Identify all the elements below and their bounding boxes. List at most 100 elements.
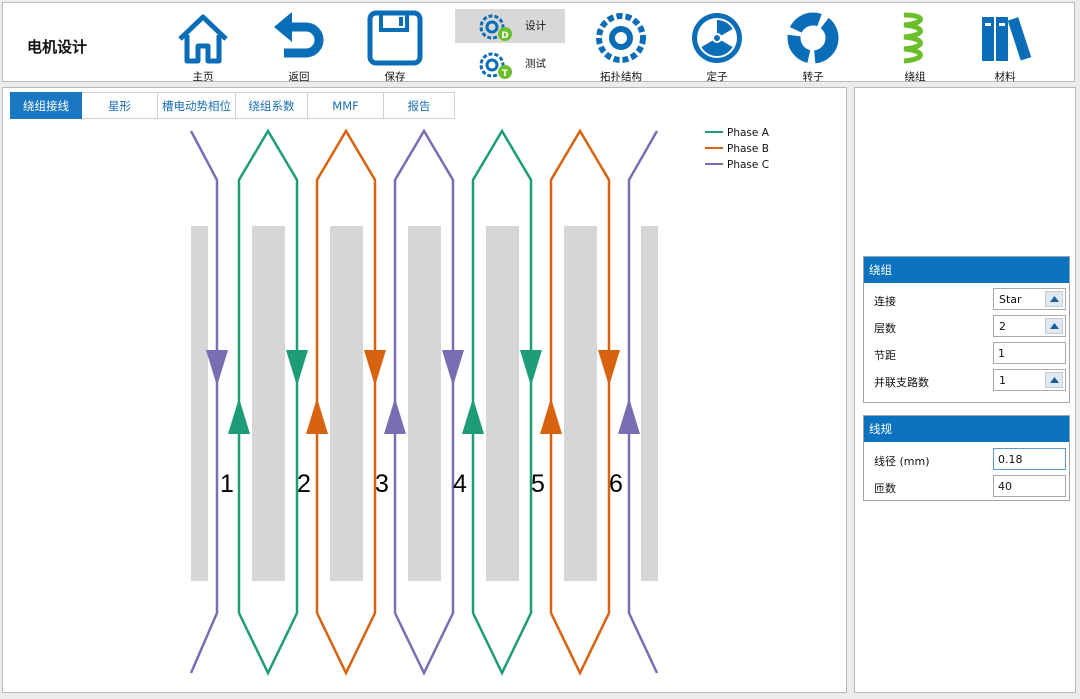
floppy-disk-icon [367,10,423,66]
slot-tooth [408,226,441,581]
winding-diagram: 1 2 3 4 5 6 Phase A Phase B Phase C [189,127,770,676]
svg-text:T: T [502,69,509,79]
slot-number-label: 2 [297,470,311,498]
wire-gauge-group-title: 线规 [864,416,1069,442]
slot-tooth [330,226,363,581]
parallel-branches-label: 并联支路数 [874,376,929,389]
winding-label: 绕组 [904,71,926,83]
legend-entry-phase-a: Phase A [727,127,770,139]
connection-label: 连接 [874,295,896,308]
winding-diagram-panel: 1 2 3 4 5 6 Phase A Phase B Phase C 绕组接线 星形 槽电动势… [2,87,847,693]
save-label: 保存 [384,71,406,83]
stator-label: 定子 [706,71,728,83]
material-button[interactable]: 材料 [965,7,1045,83]
test-mode-button[interactable]: T 测试 [455,47,565,81]
tab-mmf[interactable]: MMF [308,92,384,119]
connection-value: Star [999,293,1022,306]
down-arrow-phase-c [206,350,228,386]
tab-slot-emf-phase[interactable]: 槽电动势相位 [158,92,236,119]
home-icon [178,14,228,64]
up-arrow-phase-b [540,398,562,434]
home-button[interactable]: 主页 [163,7,243,83]
layers-up-arrow-icon[interactable] [1045,318,1063,334]
pitch-input[interactable] [993,342,1066,364]
down-arrow-phase-c [442,350,464,386]
layers-select[interactable]: 2 [993,315,1066,337]
parallel-branches-value: 1 [999,374,1006,387]
slot-tooth [191,226,208,581]
connection-up-arrow-icon[interactable] [1045,291,1063,307]
slot-number-label: 4 [453,470,467,498]
winding-button[interactable]: 绕组 [875,7,955,83]
material-label: 材料 [994,71,1016,83]
slot-number-label: 1 [220,470,234,498]
winding-group: 绕组 连接 Star 层数 2 节距 并联支路数 [863,256,1070,403]
coil-phase-a [237,128,299,676]
tab-star[interactable]: 星形 [82,92,158,119]
app-title: 电机设计 [27,38,88,56]
tab-winding-connection[interactable]: 绕组接线 [10,92,82,119]
legend-entry-phase-b: Phase B [727,143,769,155]
slot-number-label: 6 [609,470,623,498]
down-arrow-phase-b [598,350,620,386]
save-button[interactable]: 保存 [355,7,435,83]
slot-tooth [641,226,658,581]
topology-button[interactable]: 拓扑结构 [581,7,661,83]
coil-phase-c-right [627,130,659,674]
up-arrow-phase-a [228,398,250,434]
legend-entry-phase-c: Phase C [727,159,769,171]
parallel-up-arrow-icon[interactable] [1045,372,1063,388]
coil-winding-icon [903,12,923,64]
svg-text:D: D [501,31,508,41]
properties-panel: 绕组 连接 Star 层数 2 节距 并联支路数 [854,87,1076,693]
down-arrow-phase-a [520,350,542,386]
rotor-icon [787,12,839,64]
up-arrow-phase-c [618,398,640,434]
layers-value: 2 [999,320,1006,333]
tab-report[interactable]: 报告 [384,92,455,119]
toolbar: 电机设计 主页 返回 保存 [2,2,1075,83]
topology-gear-icon [596,13,646,63]
tab-bar: 绕组接线 星形 槽电动势相位 绕组系数 MMF 报告 [10,92,455,120]
slot-tooth [564,226,597,581]
home-label: 主页 [192,71,214,83]
rotor-label: 转子 [802,71,824,83]
connection-select[interactable]: Star [993,288,1066,310]
coil-phase-c [393,128,455,676]
coil-phase-a [471,128,533,676]
stator-button[interactable]: 定子 [677,7,757,83]
slot-number-label: 3 [375,470,389,498]
test-gear-icon: T [479,52,512,79]
coil-phase-b [549,128,611,676]
wire-diameter-input[interactable] [993,448,1066,470]
pitch-label: 节距 [874,349,896,362]
layers-label: 层数 [874,322,896,335]
topology-label: 拓扑结构 [600,71,642,83]
parallel-branches-select[interactable]: 1 [993,369,1066,391]
test-label: 测试 [525,58,546,70]
turns-label: 匝数 [874,482,896,495]
coil-phase-c-left [189,130,219,674]
up-arrow-phase-b [306,398,328,434]
design-label: 设计 [525,20,546,32]
wire-gauge-group: 线规 线径 (mm) 匝数 [863,415,1070,501]
winding-group-title: 绕组 [864,257,1069,283]
books-icon [982,17,1032,61]
design-mode-button[interactable]: D 设计 [455,9,565,43]
tab-winding-factor[interactable]: 绕组系数 [236,92,308,119]
turns-input[interactable] [993,475,1066,497]
design-gear-icon: D [479,14,512,41]
slot-tooth [252,226,285,581]
slot-tooth [486,226,519,581]
undo-arrow-icon [274,12,324,58]
back-label: 返回 [288,71,310,83]
stator-icon [692,13,742,63]
rotor-button[interactable]: 转子 [773,7,853,83]
up-arrow-phase-c [384,398,406,434]
down-arrow-phase-b [364,350,386,386]
down-arrow-phase-a [286,350,308,386]
slot-number-label: 5 [531,470,545,498]
up-arrow-phase-a [462,398,484,434]
back-button[interactable]: 返回 [259,7,339,83]
